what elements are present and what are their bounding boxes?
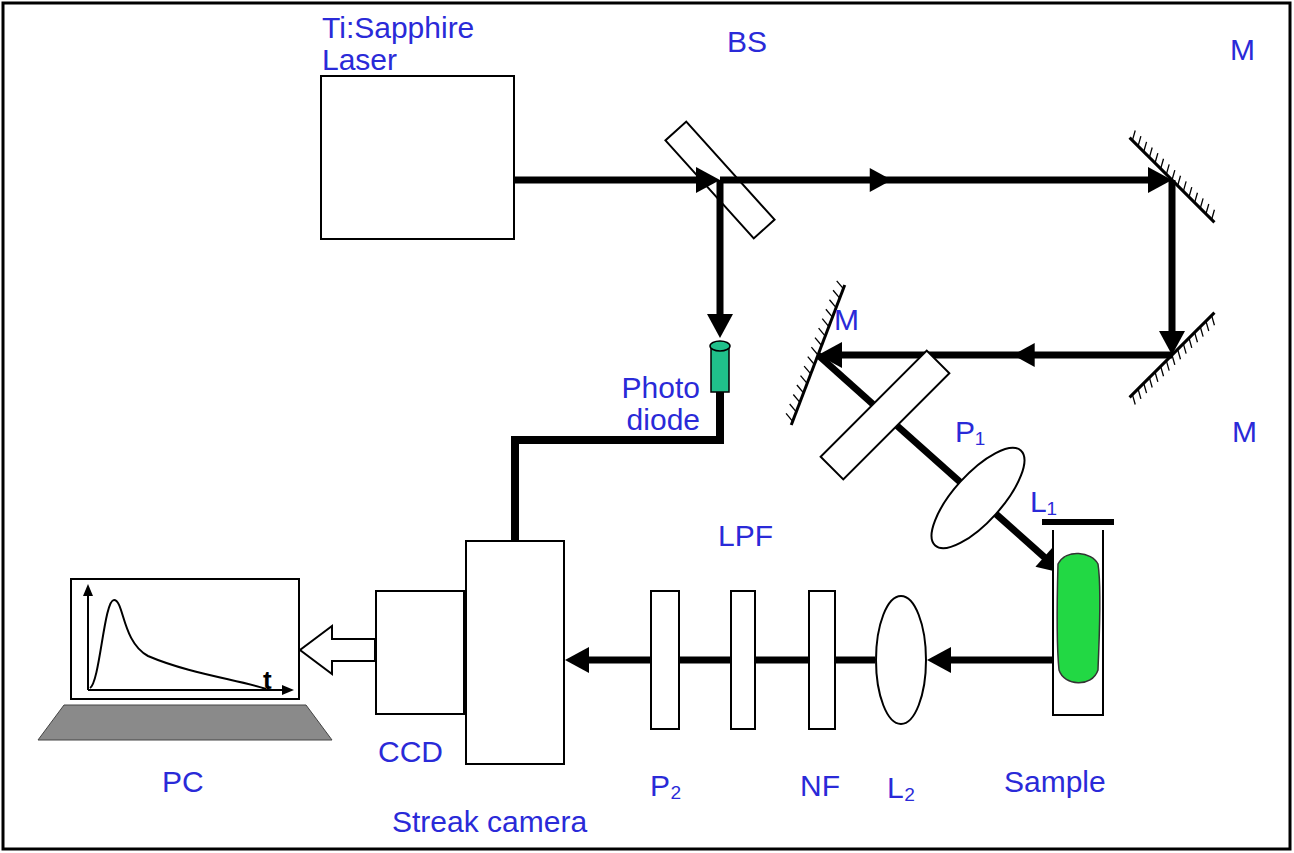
frame-border	[3, 3, 1290, 849]
beam-line	[947, 657, 1052, 664]
photo-diode-shape	[708, 338, 732, 392]
laser-beam	[680, 660, 730, 661]
beam-line	[756, 657, 808, 664]
arrow-head	[696, 167, 720, 193]
part-label: Photo diode	[540, 372, 700, 436]
polarizer-shape	[650, 590, 680, 730]
axis-label: t	[263, 666, 272, 694]
arrow-outline	[300, 626, 375, 674]
lens-shape	[938, 438, 1018, 558]
streak-camera: Streak camera	[465, 540, 565, 765]
part-label: M	[1230, 34, 1255, 66]
part-label: L₂	[887, 772, 915, 804]
beam-splitter-shape	[675, 128, 765, 232]
beam-line	[680, 657, 730, 664]
arrow-head	[565, 647, 589, 673]
laser-beam	[818, 342, 1172, 368]
laser-beam	[515, 167, 720, 193]
part-label: CCD	[378, 736, 443, 768]
arrow-head	[870, 168, 892, 192]
part-label: Streak camera	[392, 806, 587, 838]
part-label: M	[1232, 416, 1257, 448]
part-label: M	[834, 304, 859, 336]
laser-beam	[836, 660, 875, 661]
laser-beam	[927, 647, 1052, 673]
long-pass-filter-shape	[730, 590, 756, 730]
mirror: M	[778, 315, 858, 395]
beam-line	[515, 176, 700, 183]
laser-beam	[707, 180, 733, 338]
arrow-head	[927, 647, 951, 673]
part-label: NF	[800, 770, 840, 802]
laser-beam	[565, 647, 650, 673]
beam-line	[838, 352, 1172, 359]
part-label: Ti:Sapphire Laser	[322, 12, 502, 76]
part-label: P₂	[650, 770, 682, 802]
beam-line	[585, 656, 650, 663]
notch-filter: NF	[808, 590, 836, 730]
ccd-box-shape	[375, 590, 465, 715]
lens: L₂	[875, 595, 927, 725]
laser-beam	[720, 167, 1172, 193]
arrow-head	[1148, 167, 1172, 193]
part-label: BS	[727, 26, 767, 58]
part-label: LPF	[718, 520, 773, 552]
streak-camera-shape	[465, 540, 565, 765]
notch-filter-shape	[808, 590, 836, 730]
beam-splitter: BS	[675, 128, 765, 232]
beam-line	[1169, 180, 1176, 335]
sample-cell: Sample	[1052, 530, 1104, 715]
laser-beam	[756, 660, 808, 661]
arrow-head	[1013, 343, 1035, 367]
polarizer: P₁	[820, 360, 950, 470]
beam-line	[720, 177, 1152, 184]
lens: L₁	[938, 438, 1018, 558]
data-arrow	[300, 626, 375, 674]
laser-beam	[1159, 180, 1185, 355]
mirror-shape	[1132, 315, 1212, 395]
laser-box-shape	[320, 75, 515, 240]
mirror: M	[1132, 315, 1212, 395]
mirror-shape	[1132, 140, 1212, 220]
polarizer-shape	[820, 360, 950, 470]
laser-box: Ti:Sapphire Laser	[320, 75, 515, 240]
sample-cell-shape	[1052, 530, 1104, 715]
lens-shape	[875, 595, 927, 725]
beam-line	[836, 657, 875, 664]
part-label: Sample	[1004, 766, 1106, 798]
long-pass-filter: LPF	[730, 590, 756, 730]
part-label: P₁	[955, 416, 985, 448]
mirror: M	[1132, 140, 1212, 220]
ccd-box: CCD	[375, 590, 465, 715]
part-label: L₁	[1030, 486, 1057, 518]
part-label: PC	[162, 766, 204, 798]
arrow-head	[1159, 331, 1185, 355]
photo-diode: Photo diode	[708, 338, 732, 392]
polarizer: P₂	[650, 590, 680, 730]
arrow-head	[707, 314, 733, 338]
